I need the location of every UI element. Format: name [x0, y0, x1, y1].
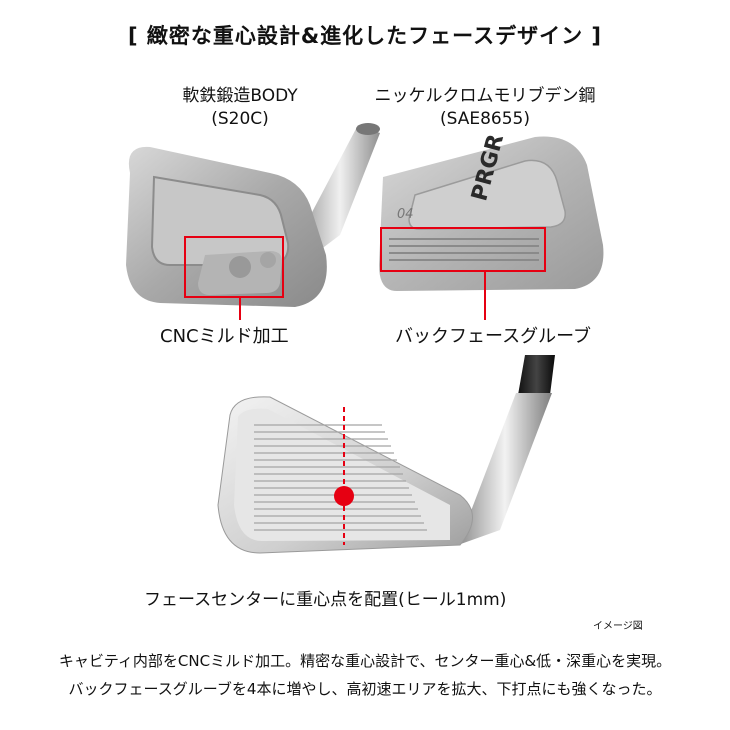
image-note: イメージ図 — [593, 621, 643, 632]
description-line-1: キャビティ内部をCNCミルド加工。精密な重心設計で、センター重心&低・深重心を実… — [58, 652, 672, 670]
description-line-2: バックフェースグルーブを4本に増やし、高初速エリアを拡大、下打点にも強くなった。 — [68, 680, 662, 698]
cavity-back-head-image — [126, 123, 380, 320]
left-material-block: 軟鉄鍛造BODY (S20C) — [140, 85, 340, 131]
backface-groove-highlight-box — [380, 227, 546, 272]
right-material-code: (SAE8655) — [439, 109, 530, 129]
cnc-milled-highlight-box — [184, 236, 284, 298]
page-title: [ 緻密な重心設計&進化したフェースデザイン ] — [127, 24, 603, 48]
back-logo-model: 04 — [397, 207, 414, 222]
face-score-lines — [254, 424, 427, 531]
backface-head-image: 04 PRGR — [379, 132, 604, 320]
backface-groove-label: バックフェースグルーブ — [395, 326, 592, 347]
center-of-gravity-dot — [334, 486, 354, 506]
left-material-name: 軟鉄鍛造BODY — [182, 86, 298, 106]
face-caption: フェースセンターに重心点を配置(ヒール1mm) — [144, 590, 507, 610]
right-material-block: ニッケルクロムモリブデン鋼 (SAE8655) — [345, 85, 625, 131]
cnc-milled-label: CNCミルド加工 — [160, 326, 289, 347]
right-material-name: ニッケルクロムモリブデン鋼 — [374, 86, 596, 106]
face-view-head-image — [217, 355, 555, 554]
left-material-code: (S20C) — [211, 109, 269, 129]
